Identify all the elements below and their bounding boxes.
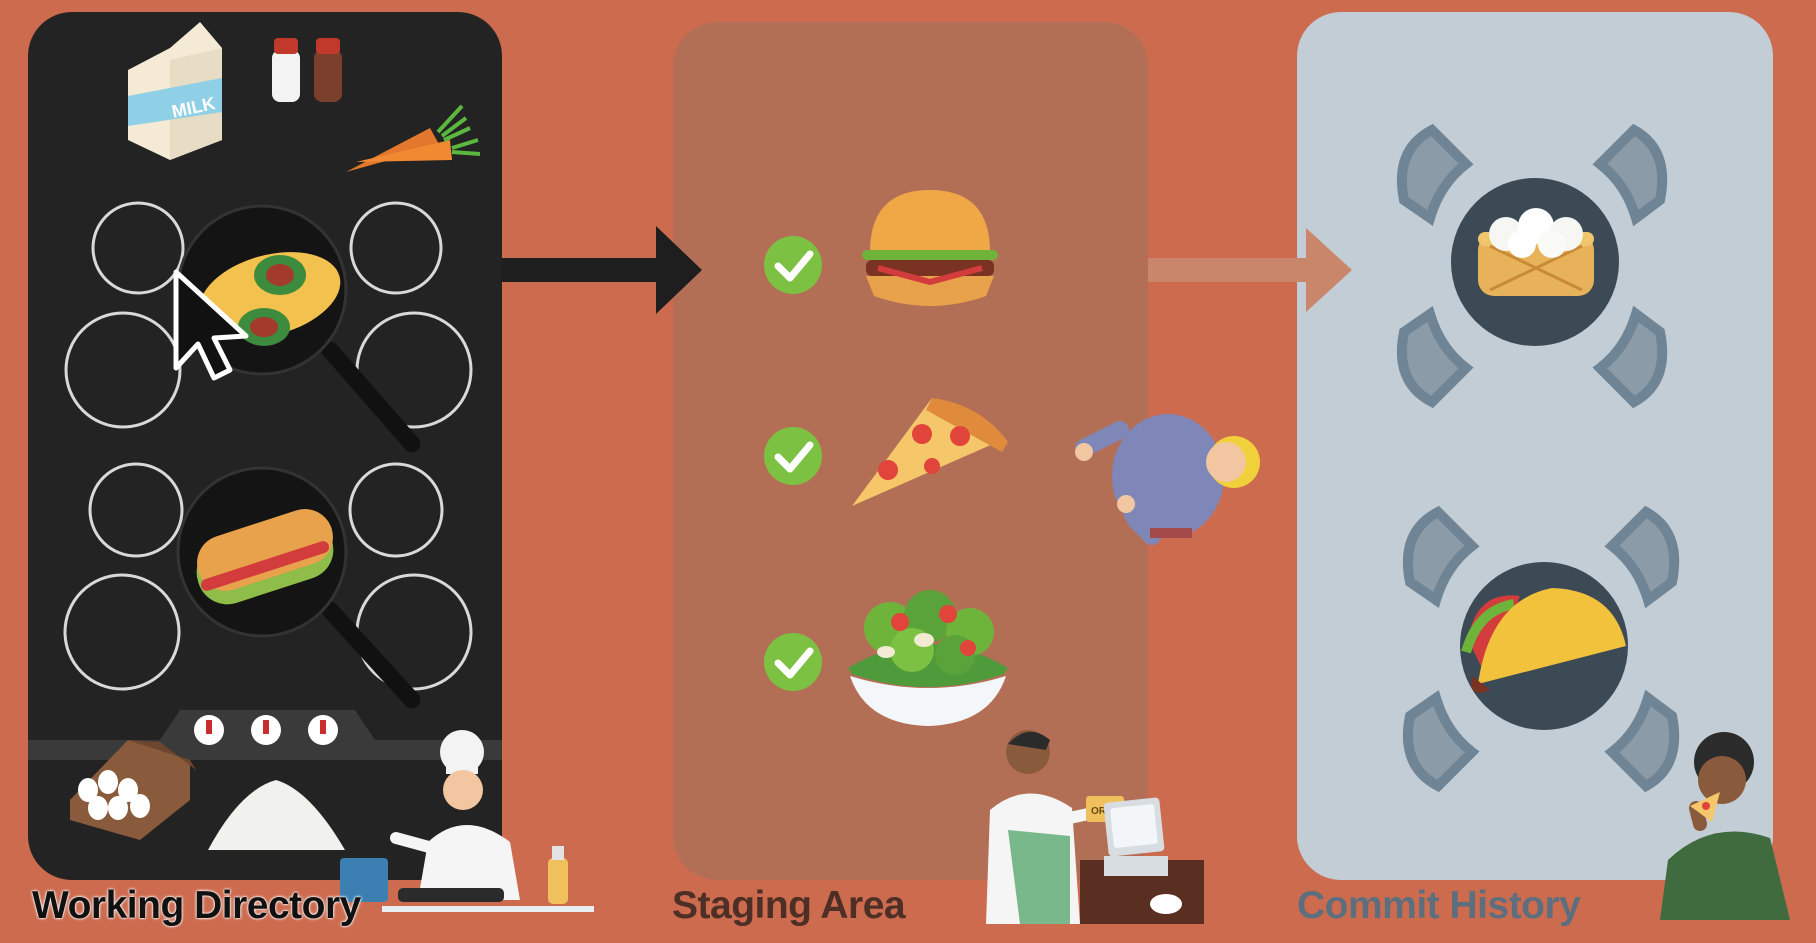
chef-icon xyxy=(340,730,594,912)
mouse-cursor-icon xyxy=(173,269,249,381)
check-icon xyxy=(764,427,822,485)
eggs-carton-icon xyxy=(70,740,196,840)
cashier-icon: ORDER xyxy=(986,730,1204,924)
flour-pile-icon xyxy=(208,780,345,850)
person-eating-pizza-icon xyxy=(1660,732,1790,920)
arrow-to-staging-icon xyxy=(502,226,702,314)
check-icon xyxy=(764,236,822,294)
milk-carton-icon: MILK xyxy=(128,22,222,160)
staging-area-label: Staging Area xyxy=(672,884,906,927)
burger-icon xyxy=(862,190,998,306)
salad-bowl-icon xyxy=(848,590,1008,726)
arrow-to-commit-history-icon xyxy=(1148,228,1352,312)
working-directory-label: Working Directory xyxy=(32,884,361,927)
table-with-taco-icon xyxy=(1402,505,1680,793)
check-icon xyxy=(764,633,822,691)
pan-with-sandwich-icon xyxy=(176,466,421,709)
stove-burners xyxy=(63,201,473,691)
stove-control-knobs xyxy=(28,710,502,760)
commit-history-label: Commit History xyxy=(1297,884,1581,927)
salt-and-pepper-icon xyxy=(272,38,342,102)
pizza-slice-icon xyxy=(852,398,1008,506)
commit-history-panel xyxy=(1297,12,1773,880)
waiter-top-view-icon xyxy=(1075,414,1260,545)
carrots-icon xyxy=(346,104,481,172)
table-with-dumplings-icon xyxy=(1396,123,1668,409)
